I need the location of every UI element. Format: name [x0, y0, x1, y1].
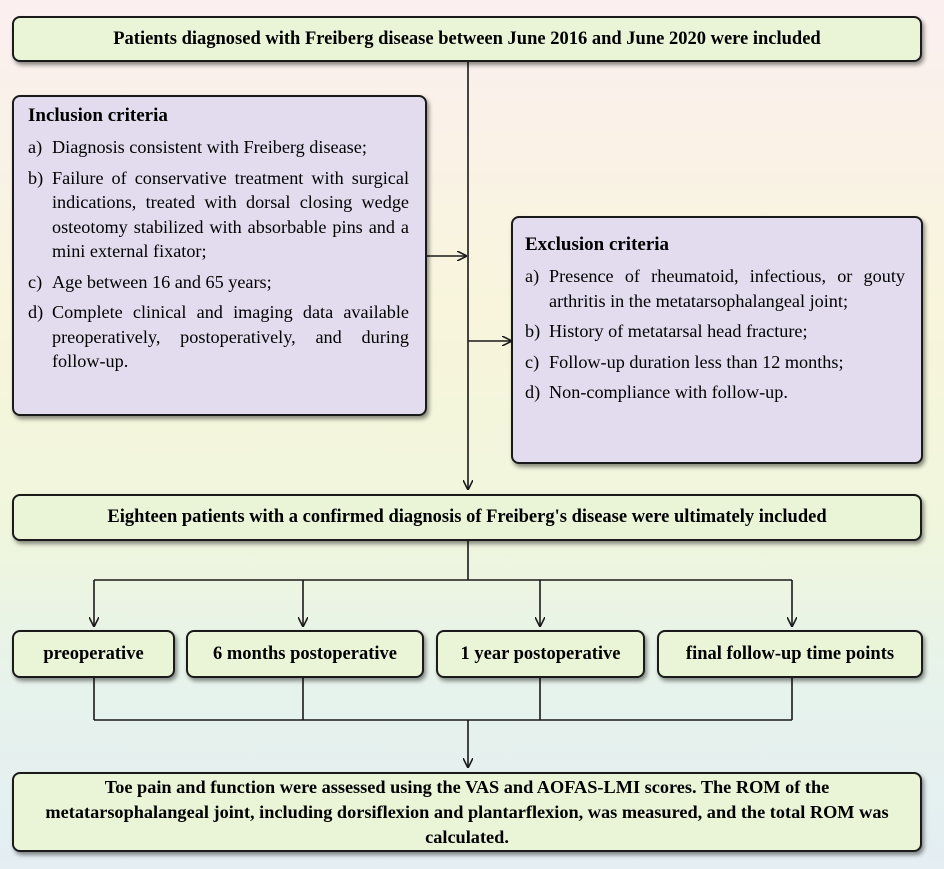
exclusion-title: Exclusion criteria [525, 234, 670, 255]
timepoint-preoperative: preoperative [12, 630, 175, 678]
list-item: b)Failure of conservative treatment with… [28, 167, 409, 262]
assessment-box: Toe pain and function were assessed usin… [12, 772, 922, 852]
timepoint-1-year: 1 year postoperative [436, 630, 645, 678]
timepoint-final-follow-up: final follow-up time points [657, 630, 923, 678]
included-patients-box: Eighteen patients with a confirmed diagn… [12, 494, 922, 541]
list-item: c)Age between 16 and 65 years; [28, 271, 272, 292]
list-item: c)Follow-up duration less than 12 months… [525, 351, 844, 372]
enrollment-text: Patients diagnosed with Freiberg disease… [113, 28, 821, 49]
assessment-text: Toe pain and function were assessed usin… [45, 776, 889, 847]
inclusion-criteria-box: Inclusion criteria a)Diagnosis consisten… [12, 95, 427, 416]
exclusion-criteria-box: Exclusion criteria a)Presence of rheumat… [511, 216, 923, 464]
list-item: d)Complete clinical and imaging data ava… [28, 302, 409, 371]
list-item: b)History of metatarsal head fracture; [525, 321, 808, 341]
enrollment-box: Patients diagnosed with Freiberg disease… [12, 16, 922, 62]
list-item: a)Presence of rheumatoid, infectious, or… [525, 266, 905, 311]
list-item: d)Non-compliance with follow-up. [525, 382, 788, 402]
inclusion-title: Inclusion criteria [28, 105, 168, 126]
included-patients-text: Eighteen patients with a confirmed diagn… [107, 507, 827, 527]
timepoint-6-months: 6 months postoperative [186, 630, 424, 678]
list-item: a)Diagnosis consistent with Freiberg dis… [28, 137, 367, 157]
